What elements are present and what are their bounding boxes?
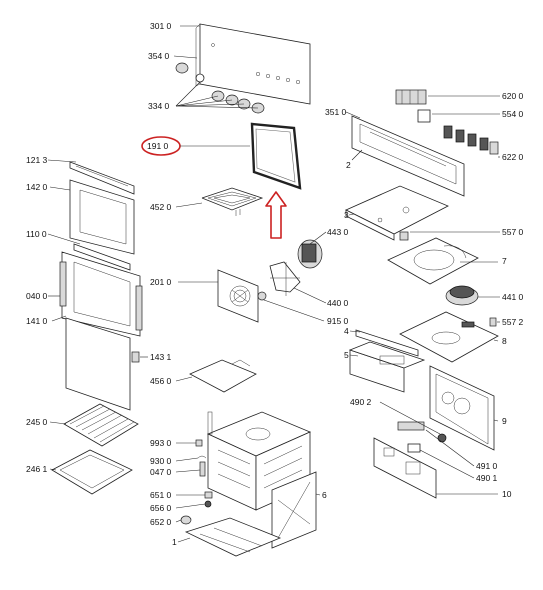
label-915-0: 915 0 [327, 316, 349, 326]
label-351-0: 351 0 [325, 107, 347, 117]
fan-motor-part [257, 239, 323, 301]
label-334-0: 334 0 [148, 101, 170, 111]
label-5: 5 [344, 350, 349, 360]
label-440-0: 440 0 [327, 298, 349, 308]
cooling-duct-part [387, 237, 479, 285]
label-141-0: 141 0 [26, 316, 48, 326]
label-047-0: 047 0 [150, 467, 172, 477]
label-191-0: 191 0 [147, 141, 169, 151]
rear-plate-part [373, 437, 437, 499]
electrical-parts [397, 421, 447, 453]
label-554-0: 554 0 [502, 109, 524, 119]
outer-glass-part [69, 179, 135, 255]
label-121-3: 121 3 [26, 155, 48, 165]
label-557-0: 557 0 [502, 227, 524, 237]
label-557-2: 557 2 [502, 317, 524, 327]
sensor-part [399, 231, 409, 241]
label-622-0: 622 0 [502, 152, 524, 162]
cooling-fan-part [445, 285, 479, 306]
label-2: 2 [346, 160, 351, 170]
door-gasket-part [250, 122, 302, 190]
control-panel-part [195, 23, 311, 105]
label-651-0: 651 0 [150, 490, 172, 500]
label-993-0: 993 0 [150, 438, 172, 448]
cavity-side-panel-part [271, 471, 317, 549]
label-354-0: 354 0 [148, 51, 170, 61]
label-3: 3 [344, 210, 349, 220]
label-6: 6 [322, 490, 327, 500]
label-110-0: 110 0 [26, 229, 47, 239]
fan-cover-part [217, 269, 259, 323]
top-plate-part [345, 185, 449, 241]
inner-door-frame-part [59, 251, 143, 337]
label-040-0: 040 0 [26, 291, 48, 301]
label-656-0: 656 0 [150, 503, 172, 513]
label-930-0: 930 0 [150, 456, 172, 466]
label-143-1: 143 1 [150, 352, 172, 362]
label-490-1: 490 1 [476, 473, 498, 483]
door-bar-part [73, 243, 131, 271]
label-201-0: 201 0 [150, 277, 172, 287]
label-441-0: 441 0 [502, 292, 524, 302]
label-245-0: 245 0 [26, 417, 48, 427]
thermostat-part [417, 109, 431, 123]
label-142-0: 142 0 [26, 182, 48, 192]
label-1: 1 [172, 537, 177, 547]
door-top-trim-part [69, 161, 135, 195]
label-452-0: 452 0 [150, 202, 172, 212]
label-8: 8 [502, 336, 507, 346]
label-490-2: 490 2 [350, 397, 372, 407]
label-620-0: 620 0 [502, 91, 524, 101]
back-panel-part [429, 365, 495, 451]
label-456-0: 456 0 [150, 376, 172, 386]
inner-glass-part [65, 317, 131, 411]
grill-rack-part [189, 359, 257, 393]
label-652-0: 652 0 [150, 517, 172, 527]
terminal-block-part [395, 89, 427, 105]
front-frame-part [351, 115, 465, 197]
small-parts [180, 439, 213, 525]
baking-tray-part [51, 449, 133, 495]
label-9: 9 [502, 416, 507, 426]
label-4: 4 [344, 326, 349, 336]
label-246-1: 246 1 [26, 464, 48, 474]
knobs-part [175, 62, 265, 114]
grill-element-part [201, 187, 264, 216]
label-301-0: 301 0 [150, 21, 172, 31]
label-491-0: 491 0 [476, 461, 498, 471]
highlight-arrow [265, 191, 287, 239]
duct-parts [348, 329, 426, 393]
label-443-0: 443 0 [327, 227, 349, 237]
wire-shelf-part [63, 403, 139, 447]
label-10: 10 [502, 489, 512, 499]
cavity-bottom-panel-part [184, 517, 282, 557]
back-cover-part [399, 311, 499, 363]
fastener-part [489, 317, 497, 327]
hinge-clip-part [131, 351, 140, 363]
label-7: 7 [502, 256, 507, 266]
switch-row-part [443, 125, 499, 155]
